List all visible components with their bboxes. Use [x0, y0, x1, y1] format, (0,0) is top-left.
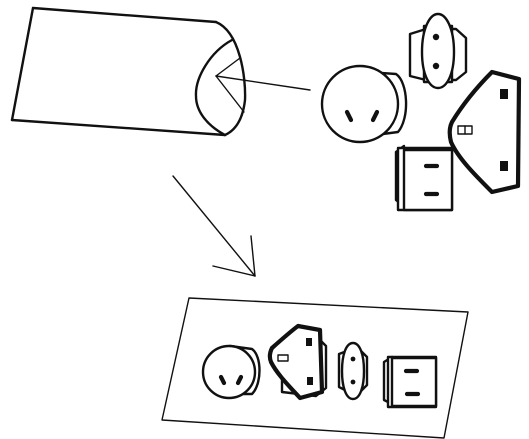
tray-au-adapter-icon [201, 344, 261, 400]
arrow-pouch-to-tray [172, 175, 256, 277]
tray-eu-adapter-icon [337, 341, 369, 401]
plug-adapter-eu-icon [408, 12, 468, 90]
tray-us-adapter-icon [382, 355, 438, 409]
tray-uk-adapter-icon [267, 323, 328, 401]
plug-adapter-uk-icon [447, 69, 522, 195]
plug-adapter-au-icon [320, 64, 408, 144]
arrow-adapters-into-pouch [215, 57, 311, 113]
storage-pouch-icon [10, 6, 247, 137]
adapter-tray-icon [161, 297, 469, 439]
plug-adapter-us-icon [394, 144, 454, 212]
